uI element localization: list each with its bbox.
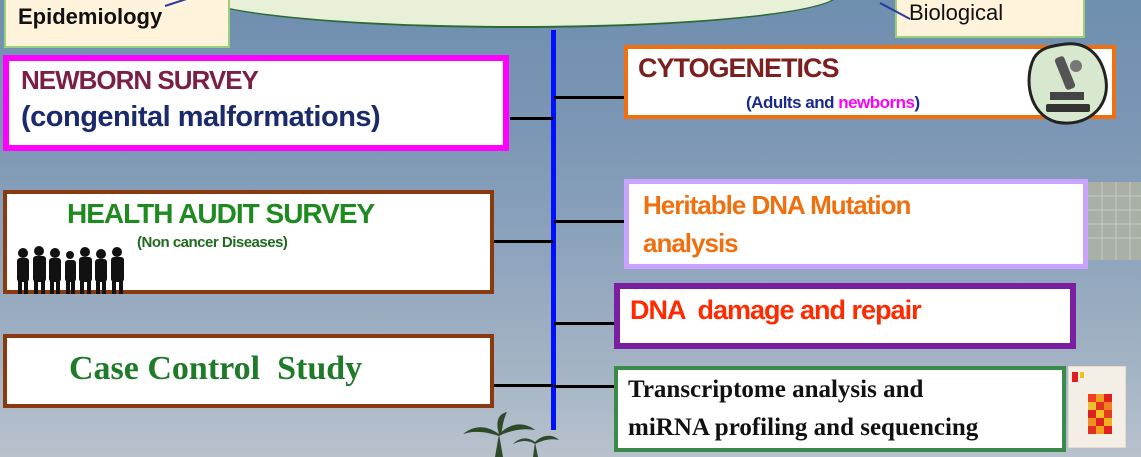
- heritable-dna-line1: Heritable DNA Mutation: [643, 190, 911, 220]
- central-spine: [551, 30, 556, 430]
- biological-tag: Biological: [895, 0, 1085, 38]
- people-silhouette-icon: [17, 246, 124, 294]
- connector-cyto: [554, 96, 624, 99]
- cytogenetics-subtitle-a: (Adults and: [746, 93, 839, 112]
- transcriptome-line2: miRNA profiling and sequencing: [628, 414, 979, 441]
- health-audit-subtitle: (Non cancer Diseases): [137, 234, 288, 251]
- palm-tree-icon: [463, 412, 559, 457]
- cytogenetics-subtitle-highlight: newborns: [838, 93, 915, 112]
- case-control-title: Case Control Study: [69, 350, 363, 387]
- microscope-icon: [1027, 42, 1108, 125]
- cytogenetics-subtitle-c: ): [914, 93, 921, 112]
- cytogenetics-title: CYTOGENETICS: [638, 53, 840, 83]
- connector-dna: [554, 322, 614, 325]
- connector-case: [494, 384, 553, 387]
- biological-label: Biological: [909, 0, 1004, 25]
- transcriptome-box: Transcriptome analysis and miRNA profili…: [614, 366, 1066, 452]
- epidemiology-tag: Epidemiology: [4, 0, 230, 48]
- dna-damage-box: DNA damage and repair: [614, 283, 1076, 349]
- cytogenetics-subtitle: (Adults and newborns): [746, 93, 920, 113]
- case-control-box: Case Control Study: [3, 334, 494, 408]
- health-audit-box: HEALTH AUDIT SURVEY (Non cancer Diseases…: [3, 190, 494, 294]
- epidemiology-label: Epidemiology: [18, 4, 163, 29]
- connector-newborn: [510, 117, 553, 120]
- health-audit-title: HEALTH AUDIT SURVEY: [67, 198, 375, 229]
- connector-transcriptome: [554, 385, 614, 388]
- gel-blot-icon: [1088, 182, 1141, 260]
- heritable-dna-box: Heritable DNA Mutation analysis: [624, 179, 1088, 269]
- connector-heritable: [554, 220, 626, 223]
- heritable-dna-line2: analysis: [643, 228, 739, 258]
- transcriptome-line1: Transcriptome analysis and: [628, 376, 924, 403]
- heatmap-icon: [1068, 366, 1126, 448]
- connector-health: [494, 240, 553, 243]
- newborn-survey-subtitle: (congenital malformations): [21, 101, 381, 133]
- newborn-survey-box: NEWBORN SURVEY (congenital malformations…: [3, 55, 509, 151]
- newborn-survey-title: NEWBORN SURVEY: [21, 65, 259, 95]
- dna-damage-title: DNA damage and repair: [630, 295, 922, 325]
